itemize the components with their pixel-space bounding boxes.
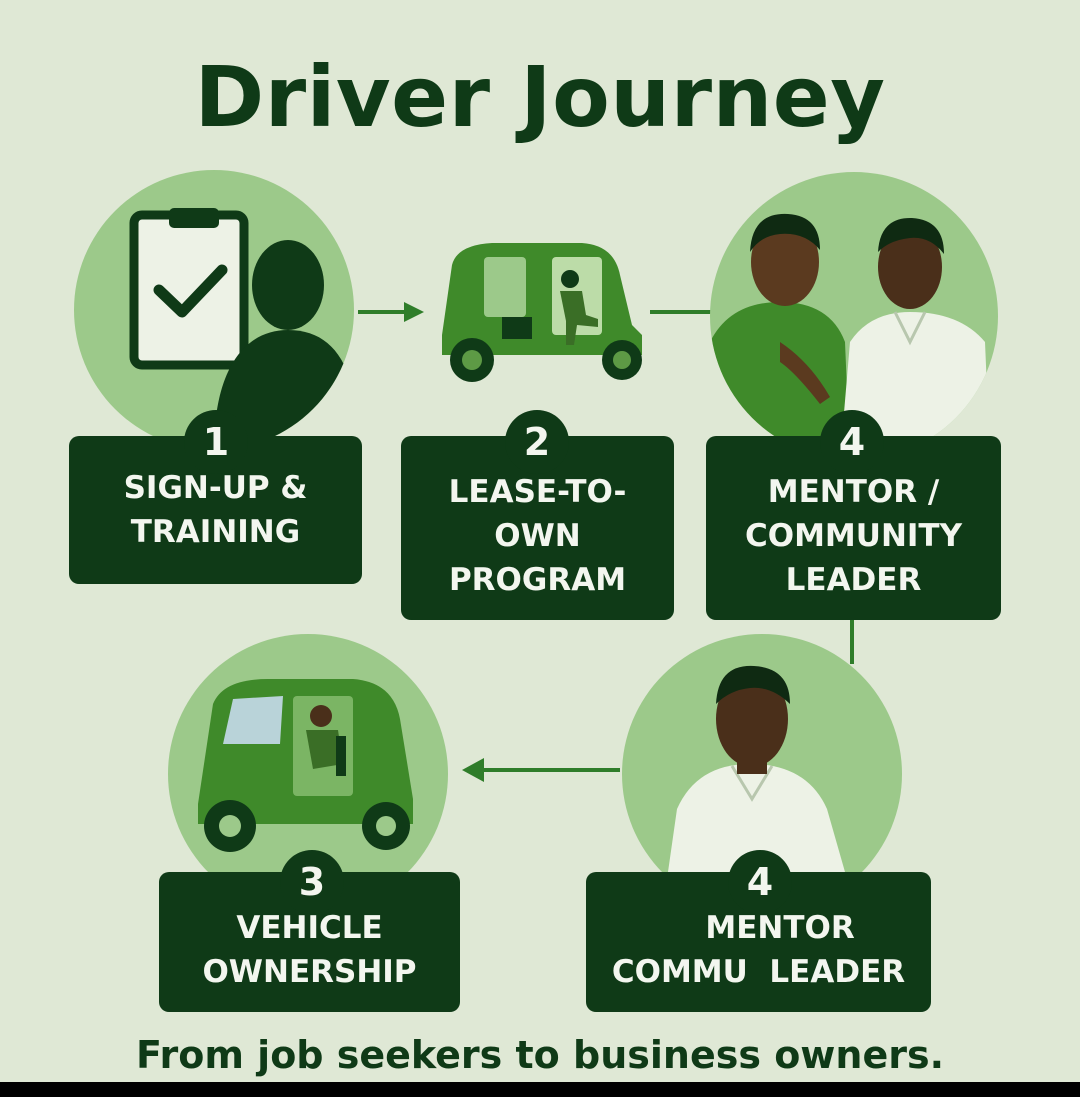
clipboard-checklist-icon <box>129 208 249 370</box>
step-label-line: MENTOR <box>662 910 855 946</box>
step-label-line: COMMU LEADER <box>611 954 906 990</box>
rickshaw-illustration <box>442 243 642 382</box>
step-card-mentor: MENTOR / COMMUNITY LEADER <box>706 436 1001 620</box>
step-label-line: PROGRAM <box>448 562 627 598</box>
step-label-line: COMMUNITY <box>744 518 963 554</box>
step-label-line: MENTOR / <box>767 474 940 510</box>
step-label-line: OWNERSHIP <box>202 954 417 990</box>
step-label-line: LEADER <box>785 562 922 598</box>
step-label-line: TRAINING <box>130 514 301 550</box>
arrow-step4-to-step3 <box>462 758 620 782</box>
step-label-line: SIGN-UP & <box>123 470 308 506</box>
step-label-line: LEASE-TO- <box>448 474 627 510</box>
step-number-badge: 1 <box>184 410 248 474</box>
step-number-badge: 2 <box>505 410 569 474</box>
step-label-line: VEHICLE <box>236 910 383 946</box>
page-title: Driver Journey <box>194 48 886 146</box>
step-number-badge: 4 <box>728 850 792 914</box>
step-number-badge: 4 <box>820 410 884 474</box>
step-number-badge: 3 <box>280 850 344 914</box>
arrow-step1-to-step2 <box>358 302 424 322</box>
tagline: From job seekers to business owners. <box>135 1033 945 1077</box>
signup-illustration <box>74 170 354 450</box>
step-label-line: OWN <box>494 518 581 554</box>
